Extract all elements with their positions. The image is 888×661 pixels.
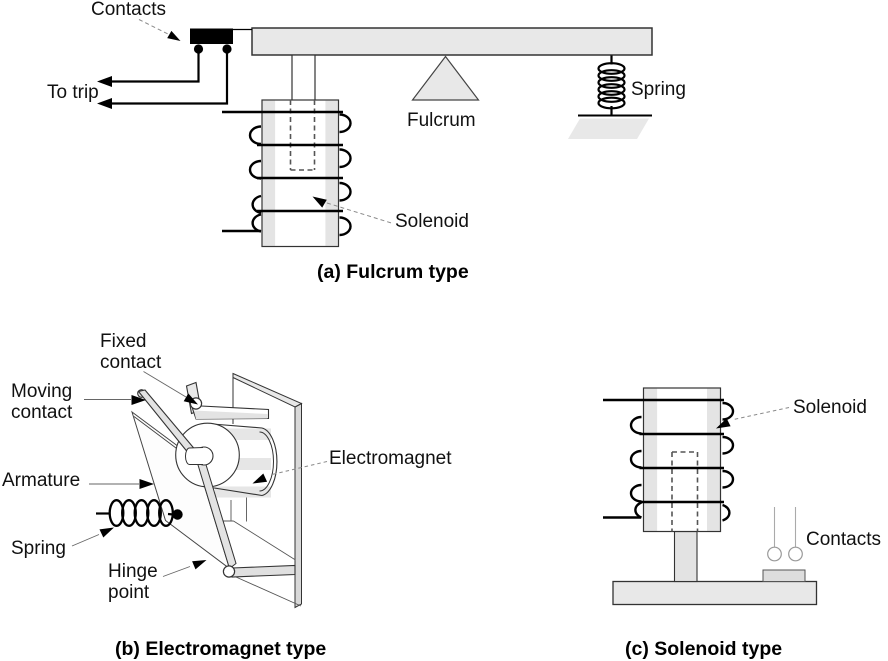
solenoid-a-leader [312,196,394,224]
trip-arrow-upper [97,76,112,87]
label-solenoid-a: Solenoid [395,211,469,232]
trip-arrow-lower [97,98,112,109]
label-electromagnet: Electromagnet [329,448,452,469]
hinge-leader-arrow [192,560,207,570]
contacts-leader [138,19,181,41]
hinge-assembly [222,564,296,578]
label-spring-b: Spring [11,538,66,559]
panel-b-leaders [71,371,328,577]
label-contacts-c: Contacts [806,529,881,550]
contact-pins [767,507,803,562]
solenoid-a-body [261,99,340,248]
fixed-contact-leader-arrow [183,393,198,405]
solenoid-c-coil [603,398,735,522]
ground-anchor [568,114,652,139]
label-to-trip: To trip [47,82,99,103]
moving-contact-leader-arrow [131,395,146,405]
panel-a-fulcrum-type [97,19,653,248]
contacts-block [190,28,252,54]
hinge-point-pin [222,565,236,578]
contacts-leader-arrow [167,30,181,41]
solenoid-c-leader [716,407,790,429]
spring-b [96,499,183,527]
base-plate [612,580,818,606]
label-fulcrum: Fulcrum [407,110,476,131]
solenoid-a-leader-arrow [312,196,327,208]
label-armature: Armature [2,470,81,491]
label-fixed-contact: Fixed contact [100,331,162,373]
panel-c-solenoid-type [603,387,818,606]
lever-beam [251,27,653,56]
cylinder-hub [185,446,214,466]
back-plate [232,372,303,609]
solenoid-c-plunger-dashed [671,451,699,532]
solenoid-c-body [642,387,722,533]
plunger-stem [673,530,698,583]
label-solenoid-c: Solenoid [793,397,867,418]
caption-panel-b: (b) Electromagnet type [115,638,327,660]
electromagnet-leader-arrow [252,473,268,484]
fulcrum-triangle [411,55,480,101]
plunger-rod [291,55,316,100]
solenoid-c-leader-arrow [716,418,731,429]
caption-panel-c: (c) Solenoid type [625,638,783,660]
spring-a [597,55,626,116]
spring-anchor-dot [172,509,183,520]
contact-block [762,569,806,582]
label-contacts-a: Contacts [91,0,166,20]
spring-b-leader-arrow [99,527,114,538]
label-hinge-point: Hinge point [108,561,158,603]
label-moving-contact: Moving contact [11,381,73,423]
fixed-contact-bracket [185,381,270,420]
caption-panel-a: (a) Fulcrum type [317,261,469,283]
label-spring-a: Spring [631,79,686,100]
armature-leader-arrow [139,479,154,489]
trip-wires [97,52,229,109]
panel-b-electromagnet-type [71,371,328,609]
solenoid-a-coil [222,110,352,237]
